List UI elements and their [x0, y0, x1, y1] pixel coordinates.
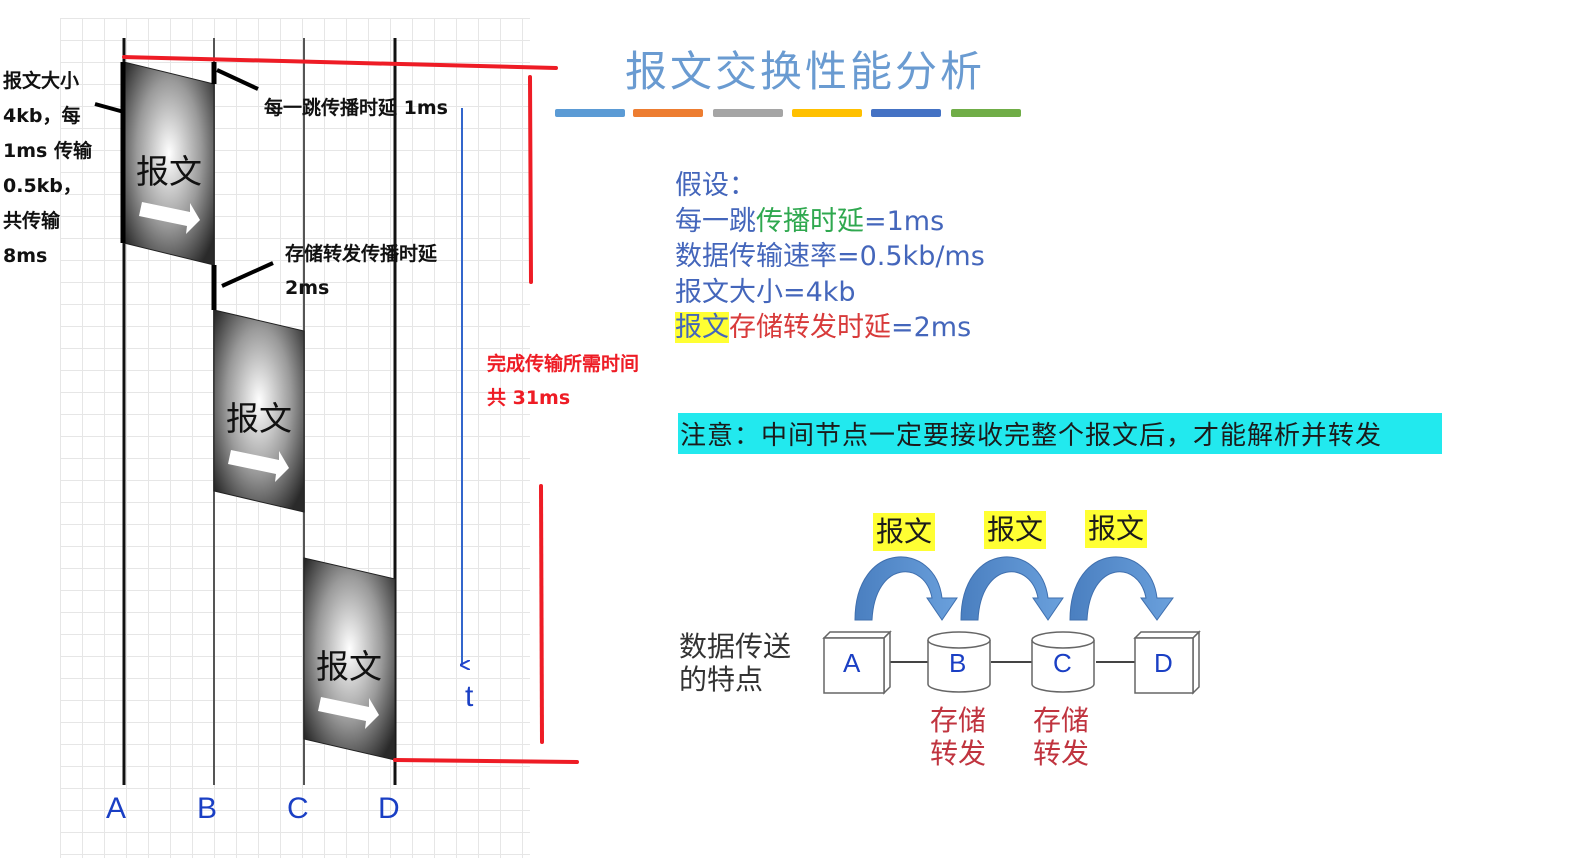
net-node-d-label: D	[1154, 648, 1173, 678]
net-node-c-label: C	[1053, 648, 1072, 678]
store-forward-note-line2: 2ms	[285, 277, 330, 299]
node-label-c: C	[287, 792, 309, 825]
slide-title: 报文交换性能分析	[625, 47, 986, 96]
assumptions-heading: 假设：	[675, 170, 756, 201]
hop-label-cd: 报文	[1085, 510, 1148, 548]
assumption-size: 报文大小=4kb	[675, 276, 856, 308]
notice-banner: 注意：中间节点一定要接收完整个报文后，才能解析并转发	[678, 413, 1442, 454]
hop-label-bc: 报文	[984, 511, 1047, 549]
total-time-line1: 完成传输所需时间	[487, 353, 640, 375]
message-label-bc: 报文	[226, 399, 292, 438]
node-a-box	[822, 630, 892, 695]
hop-delay-note: 每一跳传播时延 1ms	[264, 97, 448, 119]
node-c-cylinder	[1031, 631, 1095, 693]
node-label-b: B	[197, 792, 218, 825]
node-label-a: A	[106, 792, 127, 825]
assumptions-block: 假设： 每一跳传播时延=1ms 数据传输速率=0.5kb/ms 报文大小=4kb…	[675, 168, 985, 346]
assumption-store-forward: 报文存储转发时延=2ms	[675, 312, 972, 343]
title-color-bar	[555, 109, 1025, 117]
time-axis-label: t	[465, 680, 474, 713]
store-forward-note-line1: 存储转发传播时延	[285, 243, 438, 265]
hop-label-ab: 报文	[873, 513, 936, 551]
left-note: 报文大小 4kb，每 1ms 传输 0.5kb， 共传输 8ms	[3, 70, 92, 267]
total-time-line2: 共 31ms	[487, 387, 571, 409]
assumption-rate: 数据传输速率=0.5kb/ms	[675, 241, 985, 272]
assumption-hop-delay: 每一跳传播时延=1ms	[675, 205, 945, 237]
feature-label: 数据传送 的特点	[679, 630, 792, 696]
node-d-box	[1133, 630, 1201, 695]
arrow-right-icon	[139, 202, 379, 729]
node-label-d: D	[378, 792, 400, 825]
message-label-cd: 报文	[316, 647, 382, 686]
store-forward-label-b: 存储 转发	[930, 704, 987, 770]
message-label-ab: 报文	[136, 152, 202, 191]
hop-arrow-icon	[854, 556, 1174, 621]
node-b-cylinder	[927, 631, 991, 693]
net-node-b-label: B	[949, 648, 967, 678]
store-forward-label-c: 存储 转发	[1033, 704, 1090, 770]
net-node-a-label: A	[843, 648, 861, 678]
red-annotation-lines	[122, 55, 579, 764]
